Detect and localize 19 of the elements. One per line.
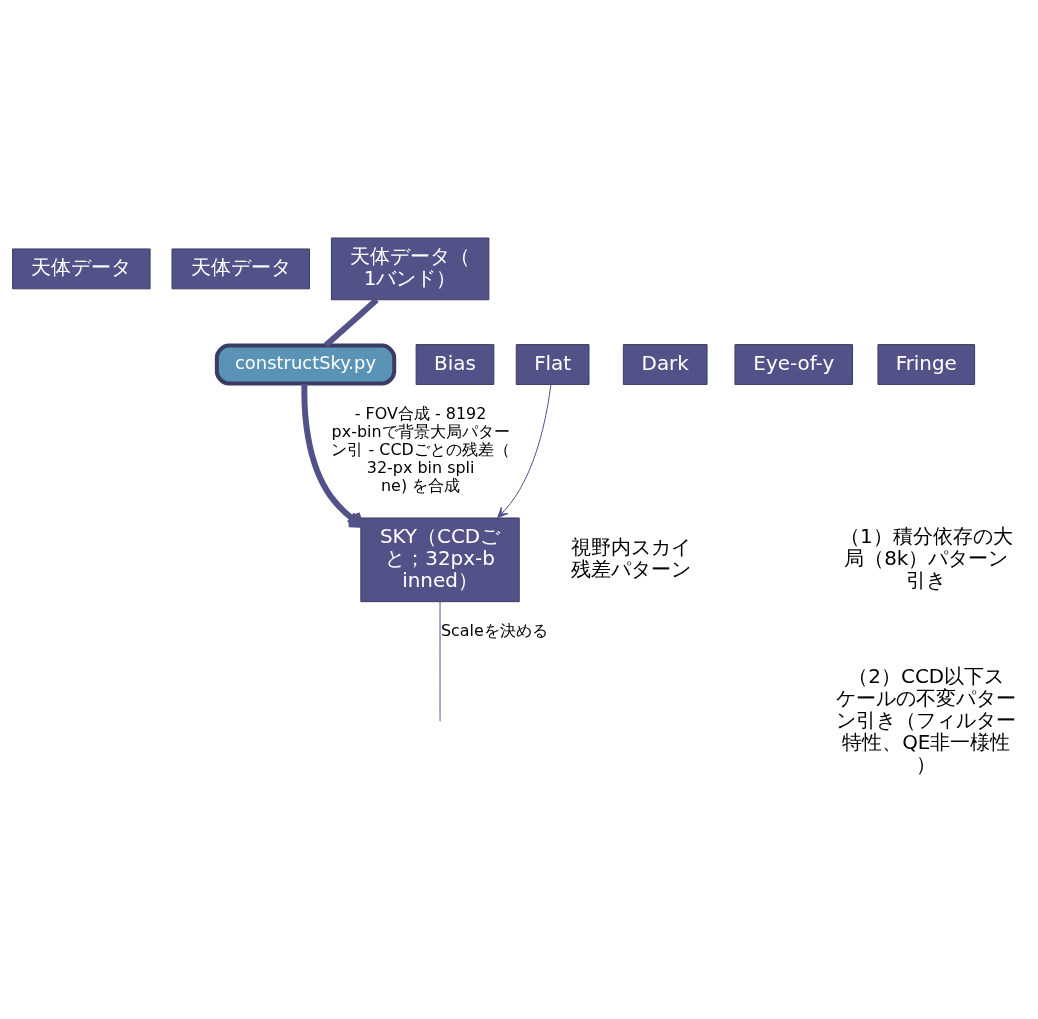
- connector: [439, 601, 441, 722]
- arrow: [497, 384, 552, 519]
- node-box: Fringe: [877, 344, 976, 385]
- node-box: 天体データ: [171, 248, 310, 290]
- node-box: Dark: [622, 344, 708, 385]
- edge-label: Scaleを決める: [440, 621, 548, 641]
- node-box: Bias: [415, 344, 495, 385]
- label: （2）CCD以下スケールの不変パターン引き（フィルター特性、QE非一様性）: [836, 665, 1017, 777]
- edge-label: - FOV合成 - 8192px-binで背景大局パターン引 - CCDごとの残差（32-px bin spline) を合成: [331, 404, 510, 495]
- node-box: constructSky.py: [214, 343, 397, 386]
- node-box: Flat: [515, 344, 590, 385]
- node-label: 視野内スカイ残差パターン: [571, 535, 692, 581]
- node-box: SKY（CCDごと；32px-binned）: [360, 517, 520, 603]
- label: （1）積分依存の大局（8k）パターン引き: [839, 524, 1013, 592]
- node-box: 天体データ（1バンド）: [330, 237, 490, 301]
- node-box: Eye-of-y: [734, 344, 854, 385]
- connector: [323, 297, 379, 348]
- arrow: [301, 383, 364, 528]
- node-box: 天体データ: [12, 248, 151, 290]
